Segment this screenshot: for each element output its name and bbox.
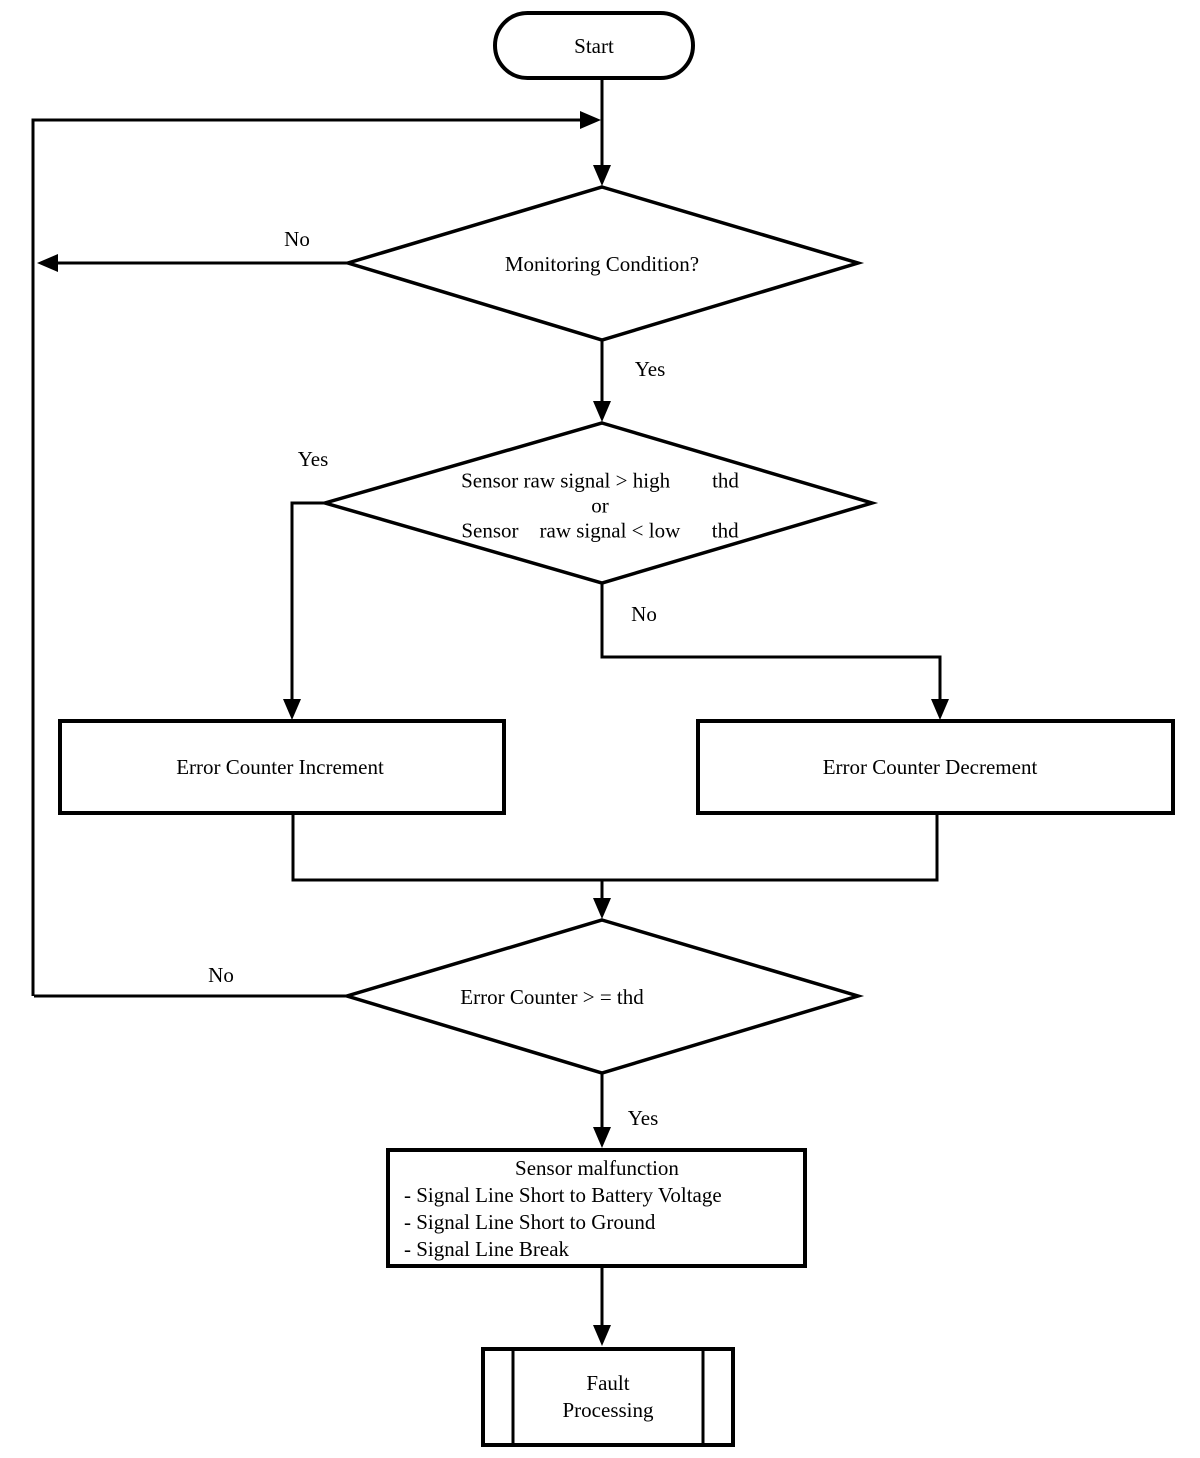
arrowhead-decision1-no [37, 254, 58, 272]
arrowhead-into-decision2 [593, 401, 611, 422]
merge-lines [291, 813, 939, 905]
decision2-yes-line [290, 501, 325, 706]
malfunction-title: Sensor malfunction [515, 1156, 679, 1180]
arrowhead-loop-into-main [580, 111, 601, 129]
decrement-label: Error Counter Decrement [822, 755, 1038, 779]
malfunction-item: - Signal Line Break [404, 1237, 570, 1261]
decision1-yes-label: Yes [634, 357, 666, 381]
decision3-label: Error Counter > = thd [460, 985, 644, 1009]
increment-label: Error Counter Increment [176, 755, 384, 779]
decision2-diamond [318, 421, 879, 585]
arrowhead-into-decision1 [593, 165, 611, 186]
decision1-no-label: No [284, 227, 310, 251]
malfunction-label-block: Sensor malfunction - Signal Line Short t… [392, 1155, 802, 1263]
start-label: Start [574, 34, 614, 58]
arrowhead-into-malfunction [593, 1127, 611, 1148]
decision1-label: Monitoring Condition? [504, 252, 700, 276]
arrowhead-into-increment [283, 699, 301, 720]
fault-label-line1: Fault [586, 1371, 630, 1395]
arrowhead-into-decision3 [593, 898, 611, 919]
decision2-label-line2: or [591, 493, 609, 518]
malfunction-process-shape [386, 1148, 807, 1268]
decision3-yes-label: Yes [627, 1106, 659, 1130]
fault-label: Fault Processing [563, 1370, 654, 1424]
decision2-label: Sensor raw signal > high thd or Sensor r… [461, 469, 739, 544]
decision2-label-line1: Sensor raw signal > high thd [461, 468, 739, 493]
increment-process-shape [58, 719, 506, 815]
malfunction-item: - Signal Line Short to Battery Voltage [404, 1183, 722, 1207]
decision2-yes-label: Yes [297, 447, 329, 471]
decision3-no-label: No [208, 963, 234, 987]
decision3-diamond [340, 918, 865, 1075]
arrowhead-into-fault [593, 1325, 611, 1346]
start-terminator-shape [493, 11, 695, 80]
arrowhead-into-decrement [931, 699, 949, 720]
fault-predefined-inner-bars [511, 1349, 705, 1445]
decrement-process-shape [696, 719, 1175, 815]
malfunction-item: - Signal Line Short to Ground [404, 1210, 656, 1234]
fault-label-line2: Processing [562, 1398, 654, 1422]
loop-feedback-line [31, 118, 583, 996]
decision1-diamond [341, 185, 865, 342]
fault-predefined-process-shape [481, 1347, 735, 1447]
decision2-no-label: No [631, 602, 657, 626]
decision2-no-line [600, 583, 942, 706]
decision2-label-line3: Sensor raw signal < low thd [461, 518, 739, 543]
